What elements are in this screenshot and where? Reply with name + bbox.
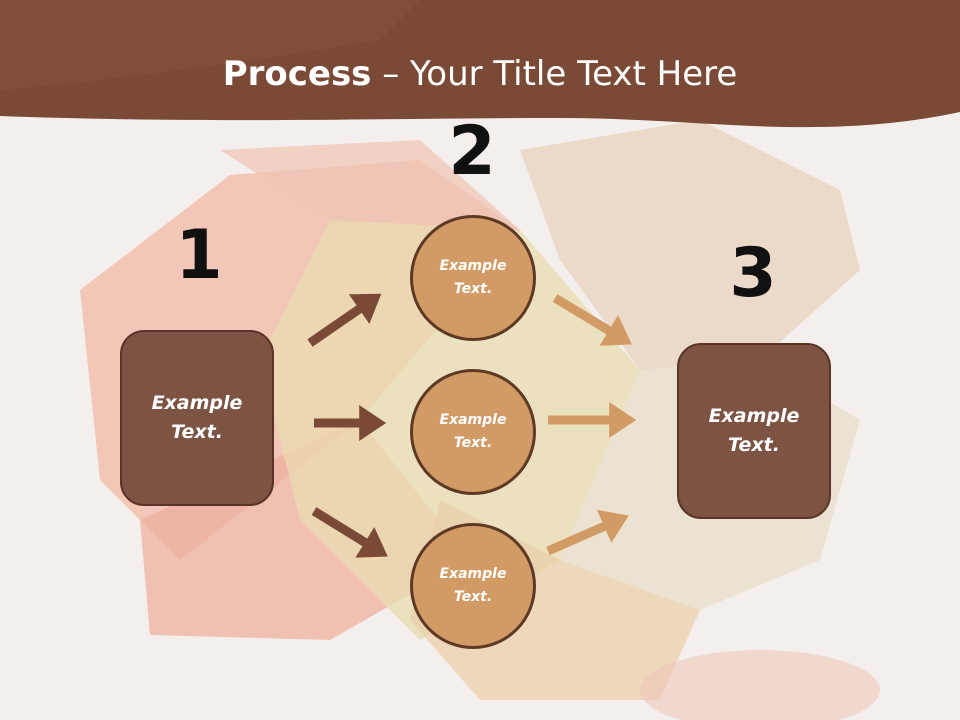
circle-bottom-text: Example Text.	[439, 566, 507, 605]
arrow-left-to-top	[307, 293, 382, 347]
circle-middle-text: Example Text.	[439, 412, 507, 451]
title-bold: Process	[222, 54, 372, 94]
slide-title: Process – Your Title Text Here	[0, 52, 960, 96]
step-number-2: 2	[448, 112, 496, 191]
title-rest: – Your Title Text Here	[371, 54, 738, 94]
arrow-bottom-to-right	[546, 509, 629, 556]
circle-top: Example Text.	[410, 215, 536, 341]
circle-middle: Example Text.	[410, 369, 536, 495]
left-box-text: Example Text.	[151, 392, 243, 443]
arrow-top-to-right	[552, 294, 632, 346]
step-number-3: 3	[729, 234, 777, 313]
right-box-text: Example Text.	[708, 405, 800, 456]
right-box: Example Text.	[677, 343, 831, 519]
left-box: Example Text.	[120, 330, 274, 506]
step-number-1: 1	[175, 216, 223, 295]
circle-bottom: Example Text.	[410, 523, 536, 649]
arrow-left-to-bottom	[311, 507, 388, 558]
circle-top-text: Example Text.	[439, 258, 507, 297]
